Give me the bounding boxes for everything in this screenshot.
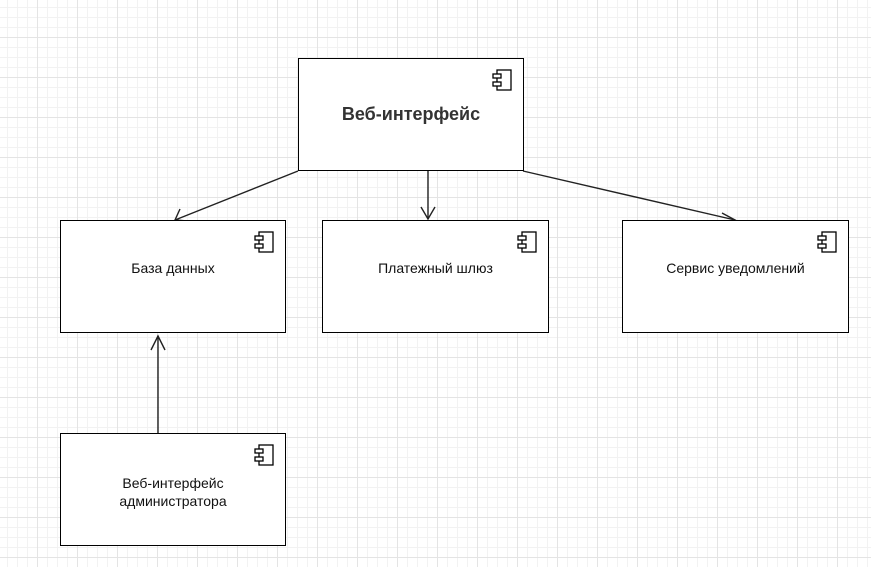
component-label: Платежный шлюз: [378, 259, 493, 276]
uml-component-icon: [254, 231, 274, 253]
uml-component-icon: [254, 444, 274, 466]
edge-web-to-notifications: [522, 170, 736, 221]
component-label: База данных: [131, 259, 215, 276]
component-label: Веб-интерфейс администратора: [119, 475, 227, 509]
arrowhead-payment-icon: [420, 206, 436, 221]
component-database[interactable]: База данных: [60, 220, 286, 333]
uml-component-icon: [517, 231, 537, 253]
edge-web-to-db: [174, 170, 299, 221]
component-web-interface[interactable]: Веб-интерфейс: [298, 58, 524, 171]
component-notification-service[interactable]: Сервис уведомлений: [622, 220, 849, 333]
component-label: Веб-интерфейс: [341, 104, 481, 125]
component-label: Сервис уведомлений: [666, 259, 805, 276]
arrowhead-admin-db-icon: [150, 334, 166, 351]
component-payment-gateway[interactable]: Платежный шлюз: [322, 220, 549, 333]
component-admin-web-interface[interactable]: Веб-интерфейс администратора: [60, 433, 286, 546]
uml-component-icon: [817, 231, 837, 253]
uml-component-icon: [492, 69, 512, 91]
